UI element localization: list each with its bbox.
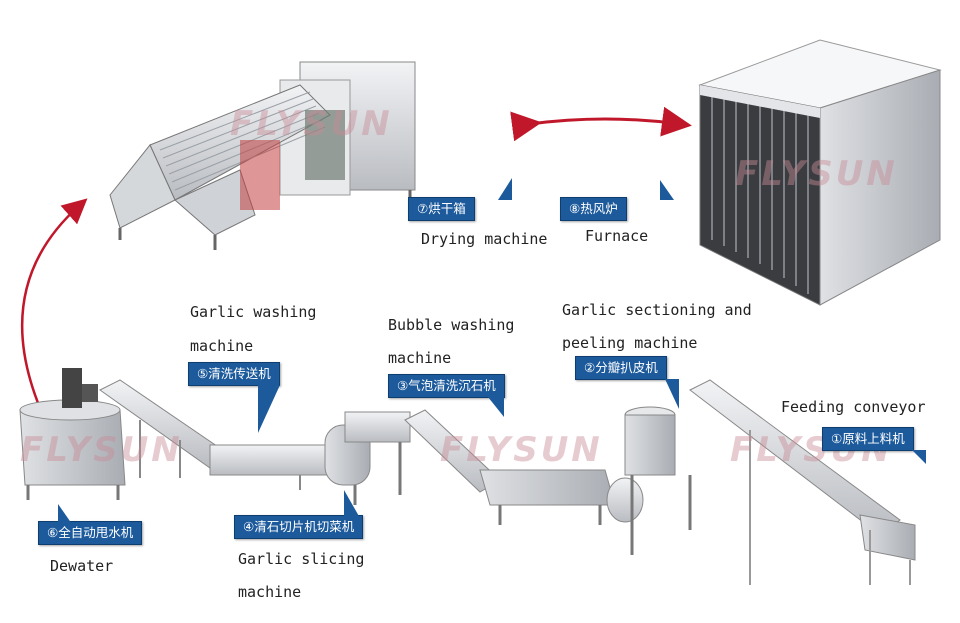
badge-drying-machine: ⑦烘干箱 [408,178,512,221]
watermark: FLYSUN [440,430,603,470]
badge-peeling-machine: ②分瓣扒皮机 [575,356,679,409]
washing-conveyor-icon [99,379,331,490]
badge-slicing-machine: ④清石切片机切菜机 [234,490,364,539]
label-peeling-line2: peeling machine [562,334,698,352]
label-bubble-line2: machine [388,349,452,367]
badge-dewater: ⑥全自动甩水机 [38,504,143,545]
label-peeling-line1: Garlic sectioning and [562,301,752,319]
return-arrow [20,198,88,409]
feeding-conveyor-icon [689,379,916,585]
badge-furnace: ⑧热风炉 [560,180,674,221]
dewater-machine-icon [19,368,126,500]
peeling-machine-icon [606,406,692,555]
slicing-machine-icon [324,411,411,505]
label-slicing-line1: Garlic slicing [238,550,365,568]
watermark: FLYSUN [735,154,898,194]
badge-washing-conveyor: ⑤清洗传送机 [188,362,280,433]
watermark: FLYSUN [20,430,183,470]
badge-feeding-conveyor: ①原料上料机 [822,427,926,464]
drying-machine-icon [109,61,416,250]
label-washing-line2: machine [190,337,254,355]
bidirectional-arrow [510,106,692,142]
label-furnace: Furnace [585,227,649,245]
label-dewater: Dewater [50,557,114,575]
bubble-washer-icon [404,409,616,525]
label-drying-machine: Drying machine [421,230,548,248]
hot-air-furnace-icon [698,39,942,306]
badge-bubble-washer: ③气泡清洗沉石机 [388,374,505,417]
label-slicing-line2: machine [238,583,302,601]
watermark: FLYSUN [230,104,393,144]
label-feeding-conveyor: Feeding conveyor [781,398,926,416]
label-washing-line1: Garlic washing [190,303,317,321]
label-bubble-line1: Bubble washing [388,316,515,334]
